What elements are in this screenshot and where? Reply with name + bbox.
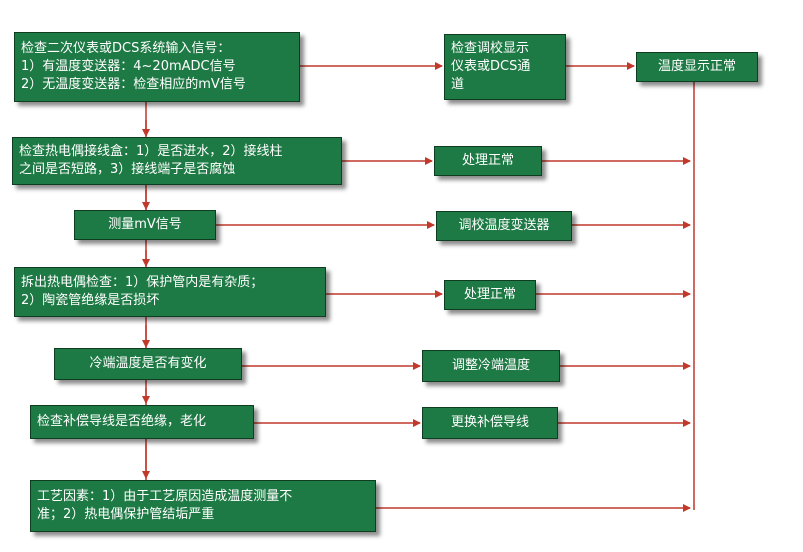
cold-junction-box: 冷端温度是否有变化 bbox=[54, 348, 242, 380]
replace-compensation-wire-box: 更换补偿导线 bbox=[422, 407, 558, 439]
check-compensation-wire-box: 检查补偿导线是否绝缘，老化 bbox=[30, 405, 254, 439]
check-secondary-instrument-box: 检查二次仪表或DCS系统输入信号： 1）有温度变送器：4~20mADC信号 2）… bbox=[14, 32, 300, 102]
calibrate-display-box: 检查调校显示 仪表或DCS通 道 bbox=[444, 34, 566, 100]
measure-mv-box: 测量mV信号 bbox=[74, 210, 216, 240]
remove-thermocouple-box: 拆出热电偶检查：1）保护管内是有杂质； 2）陶瓷管绝缘是否损坏 bbox=[14, 267, 326, 317]
adjust-cold-junction-box: 调整冷端温度 bbox=[422, 350, 560, 382]
temperature-normal-box: 温度显示正常 bbox=[636, 52, 758, 82]
calibrate-transmitter-box: 调校温度变送器 bbox=[436, 211, 572, 241]
check-junction-box-box: 检查热电偶接线盒：1）是否进水，2）接线柱 之间是否短路，3）接线端子是否腐蚀 bbox=[12, 137, 342, 185]
handled-normal-box-2: 处理正常 bbox=[444, 280, 536, 310]
handled-normal-box-1: 处理正常 bbox=[434, 146, 542, 176]
process-factors-box: 工艺因素：1）由于工艺原因造成温度测量不 准；2）热电偶保护管结垢严重 bbox=[30, 480, 376, 532]
